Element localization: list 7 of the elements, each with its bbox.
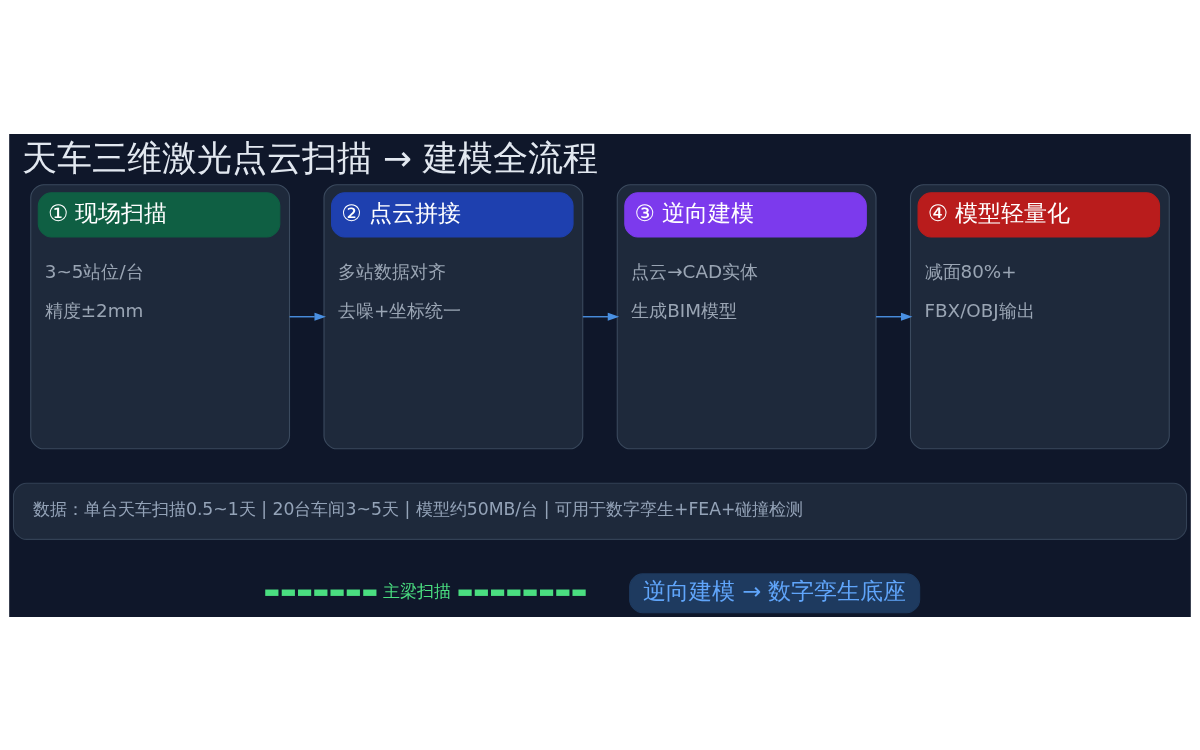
diagram-title: 天车三维激光点云扫描 → 建模全流程 — [22, 137, 598, 178]
arrow — [288, 312, 326, 321]
arrow — [875, 312, 913, 321]
arrow — [582, 312, 620, 321]
node-box: 数据：单台天车扫描0.5~1天 | 20台车间3~5天 | 模型约50MB/台 | 可用于数字孪生+FEA+碰撞检测 — [12, 482, 1188, 540]
node-box: 逆向建模 → 数字孪生底座 — [629, 572, 921, 613]
label: ▬▬▬▬▬▬▬ 主梁扫描 ▬▬▬▬▬▬▬▬ — [263, 580, 588, 601]
